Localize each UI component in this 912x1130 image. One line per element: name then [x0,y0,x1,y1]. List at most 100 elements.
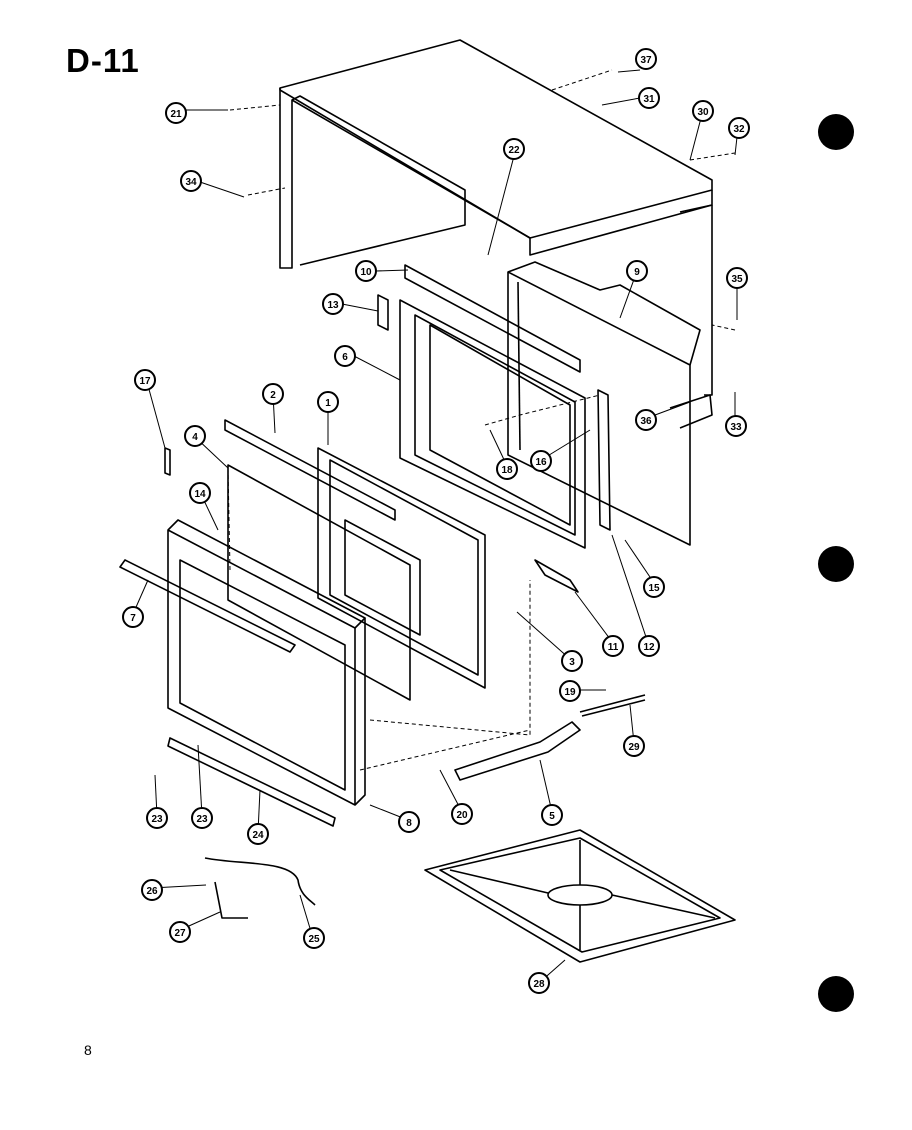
svg-text:29: 29 [628,742,640,753]
callout-34: 34 [180,170,202,192]
svg-text:4: 4 [192,432,198,443]
callout-7: 7 [122,606,144,628]
callout-12: 12 [638,635,660,657]
svg-text:21: 21 [170,109,182,120]
svg-text:6: 6 [342,352,348,363]
svg-text:1: 1 [325,398,331,409]
callout-32: 32 [728,117,750,139]
callout-33: 33 [725,415,747,437]
svg-text:35: 35 [731,274,743,285]
svg-text:23: 23 [196,814,208,825]
door-inner-panel [317,447,486,689]
svg-text:10: 10 [360,267,372,278]
svg-text:31: 31 [643,94,655,105]
callout-37: 37 [635,48,657,70]
callout-23-right: 23 [191,807,213,829]
svg-text:22: 22 [508,145,520,156]
callout-15: 15 [643,576,665,598]
callout-17: 17 [134,369,156,391]
svg-text:16: 16 [535,457,547,468]
callout-10: 10 [355,260,377,282]
link-arm [454,721,581,781]
inner-frame [399,264,586,549]
svg-text:5: 5 [549,811,555,822]
callout-9: 9 [626,260,648,282]
callout-20: 20 [451,803,473,825]
svg-text:15: 15 [648,583,660,594]
svg-text:33: 33 [730,422,742,433]
callout-3: 3 [561,650,583,672]
svg-text:37: 37 [640,55,652,66]
binder-hole-bottom [818,976,854,1012]
assembly-dashed-lines [227,69,736,771]
callout-8: 8 [398,811,420,833]
lower-bracket [534,559,579,593]
svg-text:24: 24 [252,830,264,841]
page-number: 8 [84,1042,92,1058]
svg-text:19: 19 [564,687,576,698]
callout-21: 21 [165,102,187,124]
svg-text:17: 17 [139,376,151,387]
svg-text:27: 27 [174,928,186,939]
drip-tray [424,829,736,963]
callout-26: 26 [141,879,163,901]
callout-18: 18 [496,458,518,480]
callout-27: 27 [169,921,191,943]
door-outer-frame [167,519,366,806]
callout-2: 2 [262,383,284,405]
svg-text:7: 7 [130,613,136,624]
svg-text:30: 30 [697,107,709,118]
svg-text:14: 14 [194,489,206,500]
side-bracket [597,389,611,531]
svg-text:12: 12 [643,642,655,653]
callout-24: 24 [247,823,269,845]
svg-text:23: 23 [151,814,163,825]
svg-text:25: 25 [308,934,320,945]
callout-5: 5 [541,804,563,826]
binder-hole-top [818,114,854,150]
rear-panel [507,261,713,546]
callout-19: 19 [559,680,581,702]
small-label-part [164,447,171,476]
callout-6: 6 [334,345,356,367]
svg-text:20: 20 [456,810,468,821]
svg-text:8: 8 [406,818,412,829]
callout-25: 25 [303,927,325,949]
door-glass [224,419,411,701]
callout-35: 35 [726,267,748,289]
callout-36: 36 [635,409,657,431]
hinge-bar [167,737,336,827]
svg-text:28: 28 [533,979,545,990]
svg-text:26: 26 [146,886,158,897]
callout-13: 13 [322,293,344,315]
callout-markers: 21 34 37 31 30 32 22 10 9 35 13 6 36 33 … [122,48,750,994]
svg-text:13: 13 [327,300,339,311]
svg-text:36: 36 [640,416,652,427]
svg-text:18: 18 [501,465,513,476]
callout-22: 22 [503,138,525,160]
svg-text:11: 11 [608,642,619,653]
diagram-title: D-11 [66,42,140,79]
spring [579,694,646,717]
callout-30: 30 [692,100,714,122]
outer-cabinet [279,39,713,396]
callout-29: 29 [623,735,645,757]
callout-28: 28 [528,972,550,994]
callout-31: 31 [638,87,660,109]
svg-text:2: 2 [270,390,276,401]
svg-text:9: 9 [634,267,640,278]
callout-14: 14 [189,482,211,504]
spacer-part [377,294,389,331]
svg-text:34: 34 [185,177,197,188]
callout-16: 16 [530,450,552,472]
callout-11: 11 [602,635,624,657]
svg-text:32: 32 [733,124,745,135]
callout-23-left: 23 [146,807,168,829]
callout-4: 4 [184,425,206,447]
svg-text:3: 3 [569,657,575,668]
wire-harness [204,857,316,919]
callout-1: 1 [317,391,339,413]
binder-hole-middle [818,546,854,582]
